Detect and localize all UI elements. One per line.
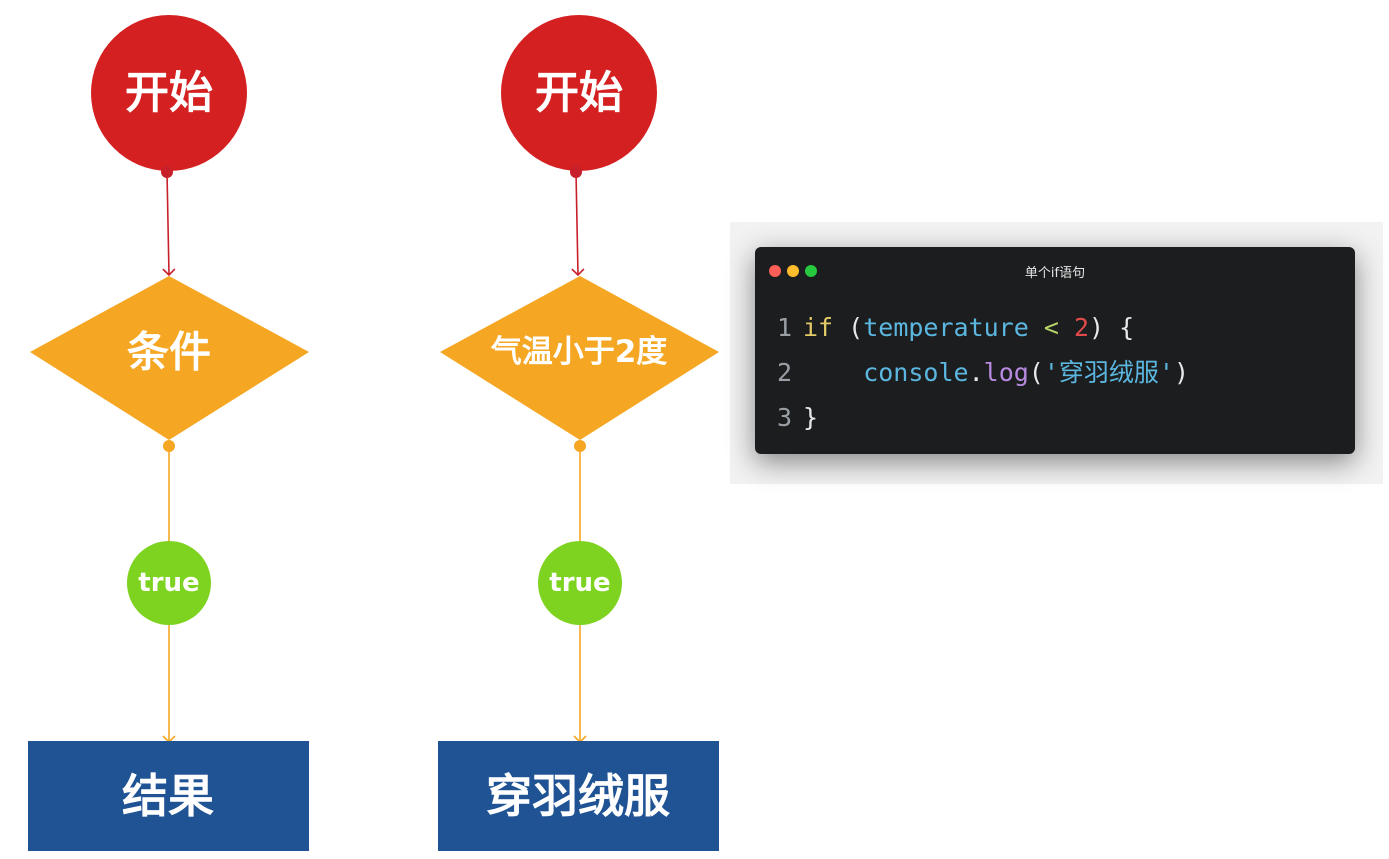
code-token: ) — [1173, 358, 1190, 387]
code-token: 2 — [1073, 313, 1090, 342]
result-node-label: 穿羽绒服 — [486, 769, 670, 823]
code-token: } — [803, 403, 819, 432]
connector-dot — [574, 440, 586, 452]
condition-node — [30, 276, 309, 440]
code-line: 1 if (temperature < 2) { — [777, 305, 1189, 350]
flowchart-right: 开始 气温小于2度 true 穿羽绒服 — [438, 15, 719, 851]
flowchart-left: 开始 条件 true 结果 — [28, 15, 309, 851]
condition-node-label: 气温小于2度 — [490, 334, 668, 370]
result-node-label: 结果 — [122, 769, 214, 823]
code-token: ( — [1028, 358, 1044, 387]
connector-dot — [570, 166, 582, 178]
code-token: < — [1028, 313, 1074, 342]
code-line: 3} — [777, 395, 1189, 440]
code-token: ) { — [1089, 313, 1135, 342]
start-node-label: 开始 — [535, 68, 623, 119]
code-token: if — [803, 313, 834, 342]
code-token: log — [983, 358, 1029, 387]
code-token: '穿羽绒服' — [1043, 358, 1174, 387]
line-number: 1 — [777, 313, 793, 342]
maximize-window-icon[interactable] — [805, 265, 817, 277]
code-token: temperature — [863, 313, 1029, 342]
connector-dot — [163, 440, 175, 452]
start-to-condition-arrow — [571, 171, 585, 277]
line-number: 2 — [777, 358, 793, 387]
true-node — [127, 541, 211, 625]
true-node-label: true — [138, 568, 199, 598]
minimize-window-icon[interactable] — [787, 265, 799, 277]
true-node — [538, 541, 622, 625]
code-line: 2 console.log('穿羽绒服') — [777, 350, 1189, 395]
true-node-label: true — [549, 568, 610, 598]
start-node-label: 开始 — [125, 68, 213, 119]
line-number: 3 — [777, 403, 793, 432]
code-token: console — [803, 358, 969, 387]
result-node — [28, 741, 309, 851]
close-window-icon[interactable] — [769, 265, 781, 277]
code-window-title: 单个if语句 — [1024, 266, 1086, 281]
condition-node — [440, 276, 719, 440]
start-to-condition-arrow — [162, 171, 176, 277]
result-node — [438, 741, 719, 851]
connector-dot — [161, 166, 173, 178]
start-node — [501, 15, 657, 171]
condition-node-label: 条件 — [127, 328, 211, 377]
start-node — [91, 15, 247, 171]
code-token: . — [968, 358, 984, 387]
code-token: ( — [833, 313, 864, 342]
